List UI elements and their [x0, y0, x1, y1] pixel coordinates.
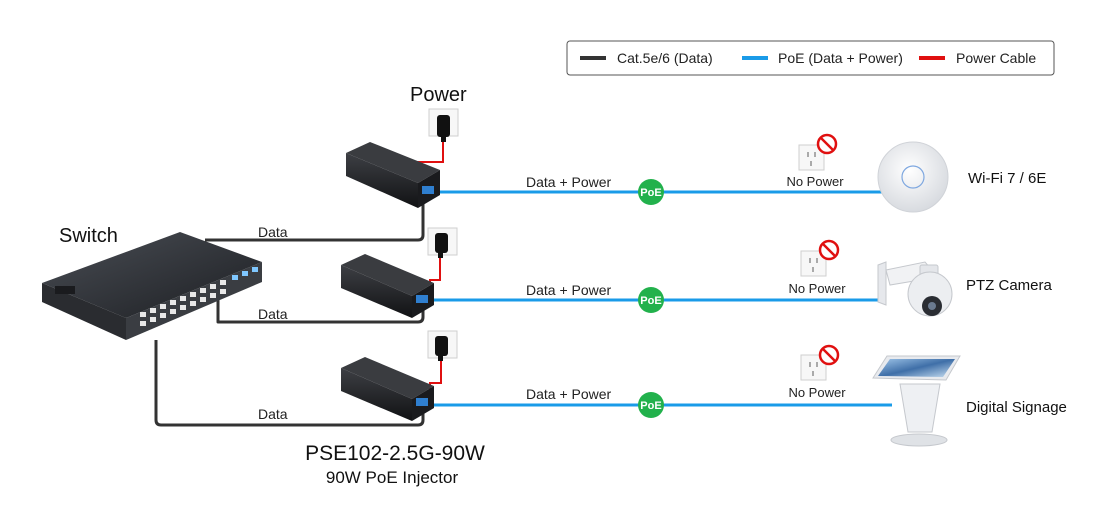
no-power-socket-3	[800, 344, 840, 381]
poe-injector-2	[341, 254, 434, 318]
device-label-wifi: Wi-Fi 7 / 6E	[968, 170, 1046, 187]
no-power-socket-1	[798, 133, 838, 171]
switch-ports	[140, 267, 258, 326]
data-label-1: Data	[258, 224, 288, 240]
device-label-ptz: PTZ Camera	[966, 277, 1053, 294]
poe-badge-text-3: PoE	[640, 400, 661, 412]
poe-badge-1: PoE	[638, 179, 664, 205]
poe-badge-text-1: PoE	[640, 187, 661, 199]
device-label-signage: Digital Signage	[966, 399, 1067, 416]
data-cable-1	[205, 200, 425, 242]
poe-label-1: Data + Power	[526, 174, 612, 190]
legend: Cat.5e/6 (Data) PoE (Data + Power) Power…	[566, 40, 1055, 76]
product-name: PSE102-2.5G-90W	[305, 442, 485, 465]
data-label-2: Data	[258, 306, 288, 322]
data-label-3: Data	[258, 406, 288, 422]
switch-label: Switch	[59, 225, 118, 247]
power-socket-1	[428, 108, 459, 142]
forbidden-icon	[816, 133, 838, 155]
legend-label-poe: PoE (Data + Power)	[778, 50, 903, 66]
legend-label-data: Cat.5e/6 (Data)	[617, 50, 713, 66]
switch-device	[42, 232, 262, 340]
power-cable-2	[429, 257, 441, 285]
no-power-label-3: No Power	[788, 385, 846, 400]
no-power-label-1: No Power	[786, 174, 844, 189]
ptz-camera-icon	[877, 261, 953, 317]
no-power-label-2: No Power	[788, 281, 846, 296]
poe-injector-3	[341, 357, 434, 421]
poe-label-2: Data + Power	[526, 282, 612, 298]
power-socket-2	[427, 227, 458, 258]
legend-label-power: Power Cable	[956, 50, 1036, 66]
data-cable-2	[216, 300, 425, 324]
power-socket-3	[427, 330, 458, 361]
wifi-access-point-icon	[877, 141, 949, 213]
poe-injector-1	[346, 142, 440, 208]
poe-badge-3: PoE	[638, 392, 664, 418]
poe-label-3: Data + Power	[526, 386, 612, 402]
forbidden-icon	[818, 239, 840, 261]
power-label: Power	[410, 84, 467, 106]
legend-box	[566, 40, 1055, 76]
no-power-socket-2	[800, 239, 840, 277]
forbidden-icon	[818, 344, 840, 366]
data-cable-3	[154, 340, 425, 427]
digital-signage-icon	[872, 355, 961, 447]
poe-badge-text-2: PoE	[640, 295, 661, 307]
power-cable-3	[429, 361, 442, 389]
data-cables	[154, 200, 425, 427]
product-description: 90W PoE Injector	[326, 468, 459, 487]
poe-badge-2: PoE	[638, 287, 664, 313]
